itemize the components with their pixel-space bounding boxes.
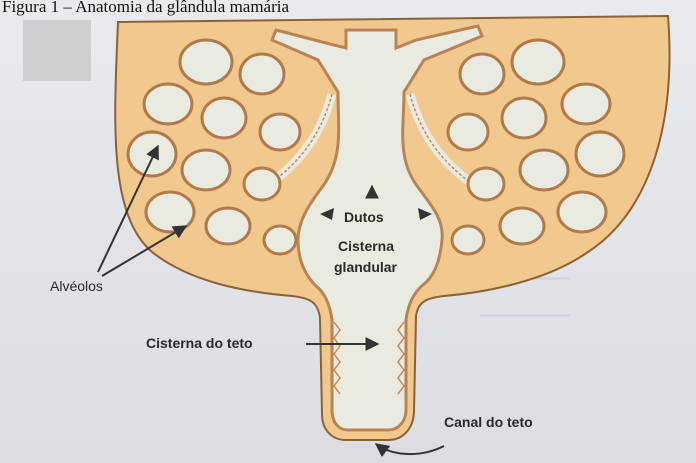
- label-dutos: Dutos: [344, 209, 384, 225]
- label-canal-do-teto: Canal do teto: [444, 414, 533, 430]
- label-glandular: glandular: [334, 259, 398, 275]
- label-alveolos: Alvéolos: [50, 278, 103, 294]
- canal-do-teto-arrow: [376, 444, 444, 454]
- label-cisterna: Cisterna: [338, 238, 394, 254]
- label-cisterna-do-teto: Cisterna do teto: [146, 335, 253, 351]
